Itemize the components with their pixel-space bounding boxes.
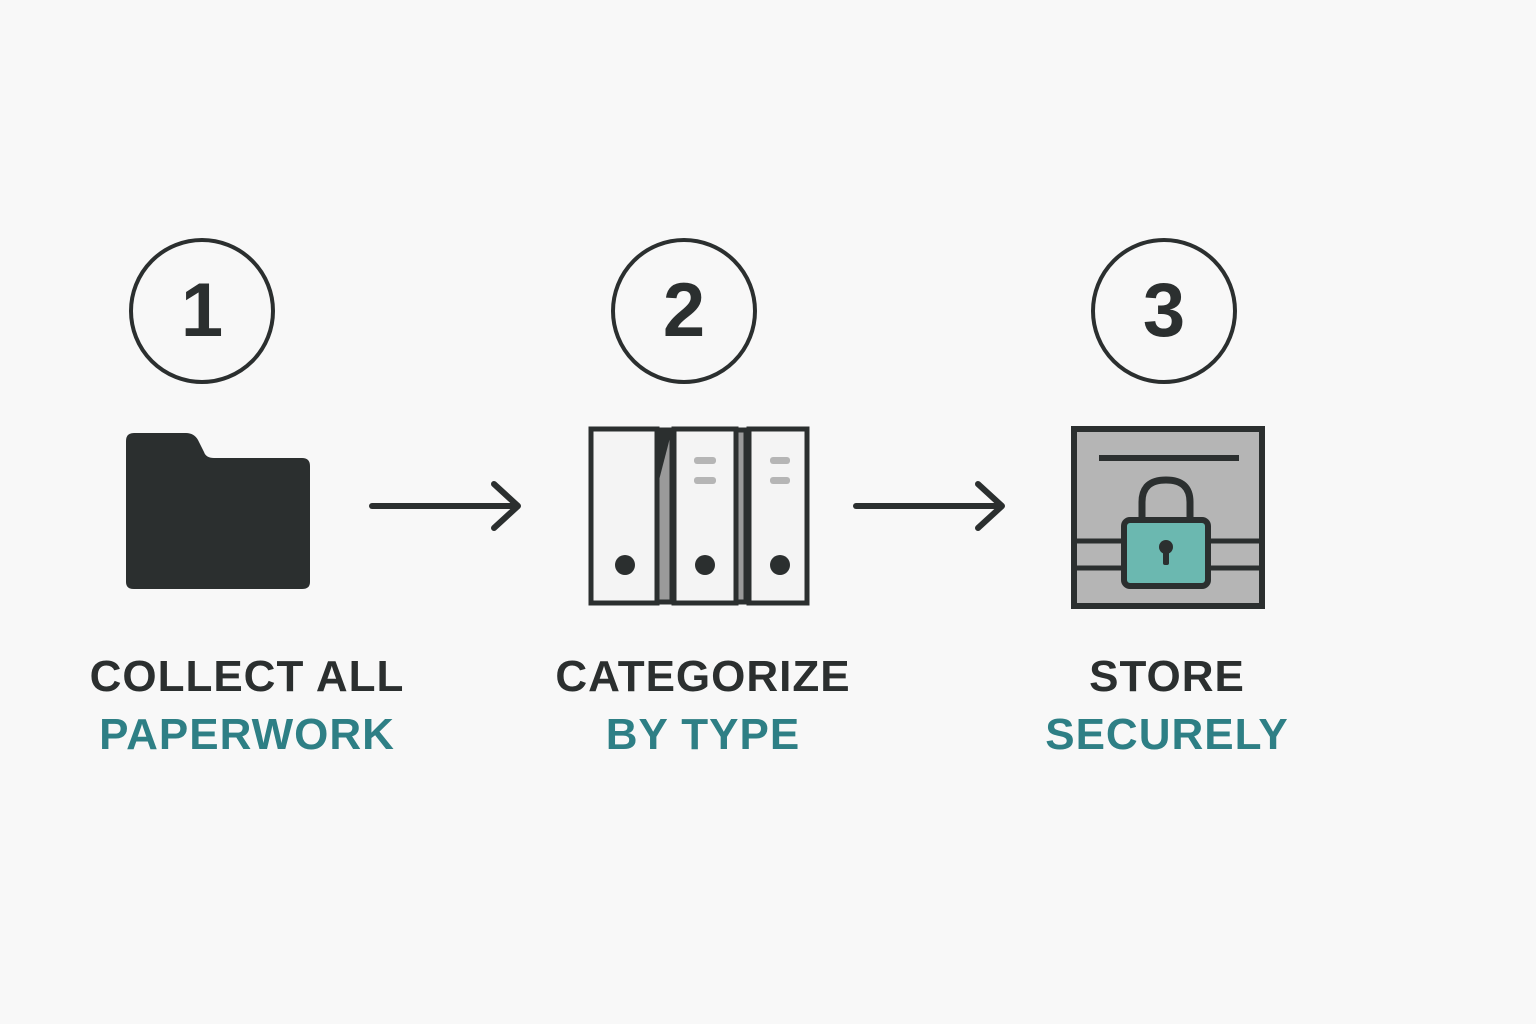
step-caption-2: CATEGORIZE BY TYPE <box>503 648 903 764</box>
binders-icon <box>588 426 810 606</box>
caption-line-2: PAPERWORK <box>99 710 395 759</box>
folder-icon <box>126 433 310 589</box>
step-number-2: 2 <box>611 238 757 384</box>
arrow-right-icon <box>853 481 1005 531</box>
step-caption-1: COLLECT ALL PAPERWORK <box>47 648 447 764</box>
caption-line-2: SECURELY <box>1045 710 1289 759</box>
lockbox-icon <box>1071 426 1265 609</box>
caption-line-2: BY TYPE <box>605 710 801 759</box>
step-number-1: 1 <box>129 238 275 384</box>
caption-line-1: CATEGORIZE <box>555 652 851 701</box>
caption-line-1: COLLECT ALL <box>89 652 405 701</box>
arrow-right-icon <box>369 481 521 531</box>
caption-line-1: STORE <box>1089 652 1245 701</box>
step-number-3: 3 <box>1091 238 1237 384</box>
step-caption-3: STORE SECURELY <box>967 648 1367 764</box>
